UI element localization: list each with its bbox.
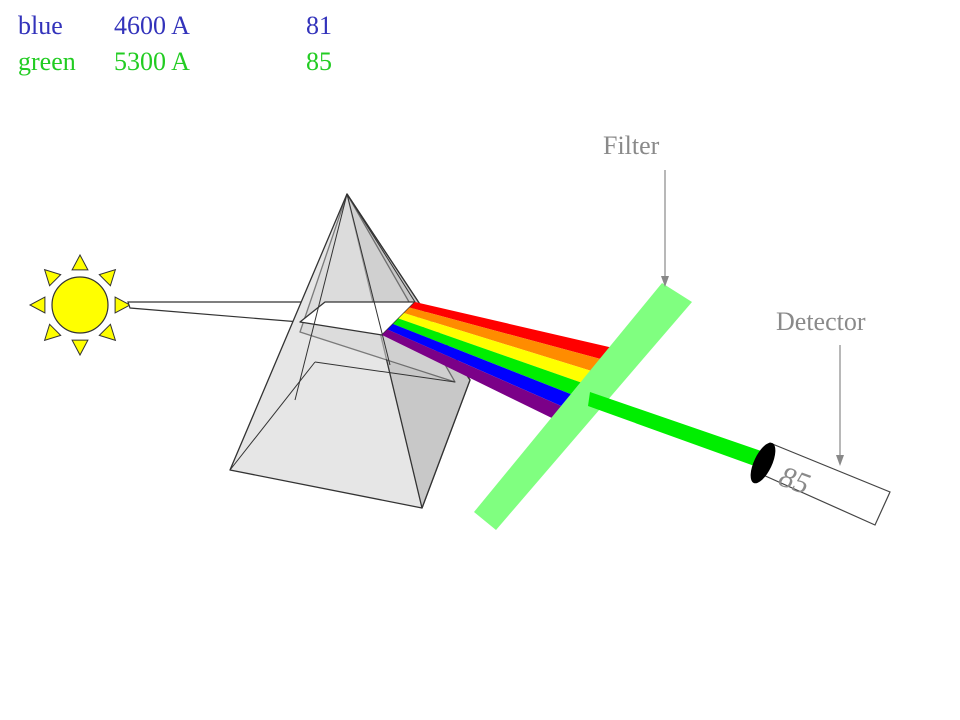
row-reading: 81: [306, 11, 332, 40]
row-color-name: blue: [18, 11, 63, 40]
sun-icon: [28, 253, 132, 357]
spectrum-band: [387, 324, 581, 410]
sun-ray: [98, 268, 117, 287]
filter-label: Filter: [603, 131, 660, 160]
label-arrows: [661, 170, 844, 466]
table-row-green: green 5300 A 85: [18, 44, 366, 80]
row-wavelength: 4600 A: [114, 11, 190, 40]
sun-ray: [98, 323, 117, 342]
spectrum-band: [382, 329, 571, 422]
sun-ray: [43, 323, 62, 342]
sun-ray: [28, 296, 46, 314]
spectrum-bands: [382, 302, 622, 422]
spectrum-band: [398, 313, 602, 386]
row-reading: 85: [306, 47, 332, 76]
sun-ray: [43, 268, 62, 287]
sun-ray: [71, 253, 89, 271]
sun-ray: [114, 296, 132, 314]
sun-ray: [71, 339, 89, 357]
spectrum-band: [393, 318, 591, 398]
spectrum-band: [404, 307, 612, 374]
wavelength-table: blue 4600 A 81 green 5300 A 85: [18, 8, 366, 80]
row-color-name: green: [18, 47, 76, 76]
transmitted-green-beam: [588, 392, 767, 468]
row-wavelength: 5300 A: [114, 47, 190, 76]
filter: [474, 283, 692, 530]
detector-label: Detector: [776, 307, 866, 336]
table-row-blue: blue 4600 A 81: [18, 8, 366, 44]
spectrum-band: [409, 302, 622, 362]
detector: [750, 442, 891, 526]
